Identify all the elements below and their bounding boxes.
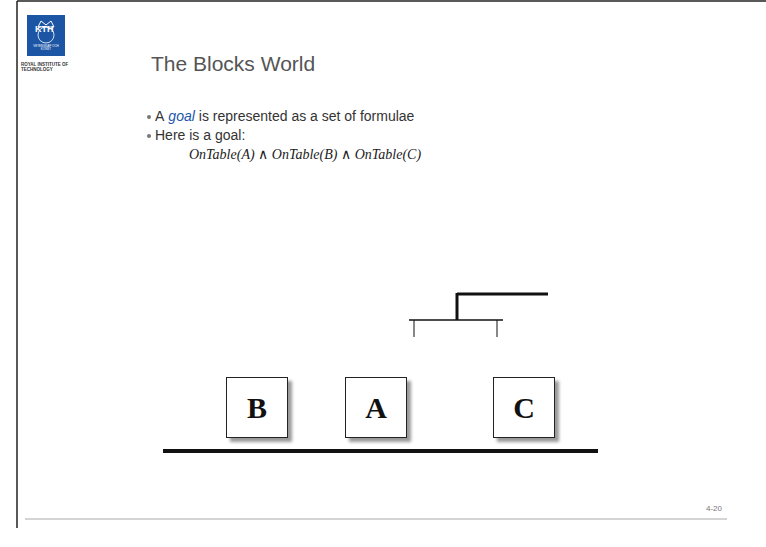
gripper-finger — [414, 320, 415, 337]
gripper-finger — [497, 320, 498, 337]
table-surface — [163, 449, 598, 453]
bullet-text: Here is a goal: — [155, 127, 245, 143]
block-box: C — [493, 377, 555, 438]
logo-text: KTH — [35, 24, 54, 34]
bullet-text: is represented as a set of formulae — [199, 108, 415, 124]
block-label: B — [247, 391, 267, 425]
block-label: C — [513, 391, 535, 425]
block-label: A — [365, 391, 387, 425]
block-box: B — [226, 377, 288, 438]
page-number: 4-20 — [706, 504, 722, 513]
frame-left — [16, 1, 18, 528]
robot-arm — [457, 293, 548, 296]
block-box: A — [345, 377, 407, 438]
bullet-dot — [147, 134, 151, 138]
logo-caption: ROYAL INSTITUTE OF TECHNOLOGY — [21, 62, 71, 72]
frame-top — [17, 0, 766, 2]
gripper-bar — [409, 319, 503, 321]
bullet-emphasis: goal — [168, 108, 194, 124]
bullet-text: A — [155, 108, 164, 124]
goal-formula: OnTable(A) ∧ OnTable(B) ∧ OnTable(C) — [189, 146, 421, 163]
robot-arm — [456, 293, 459, 320]
logo-motto: VETENSKAP OCH KONST — [30, 45, 62, 51]
footer-rule — [25, 519, 727, 520]
slide-title: The Blocks World — [151, 52, 315, 76]
bullet-dot — [147, 115, 151, 119]
logo-badge — [27, 15, 65, 56]
